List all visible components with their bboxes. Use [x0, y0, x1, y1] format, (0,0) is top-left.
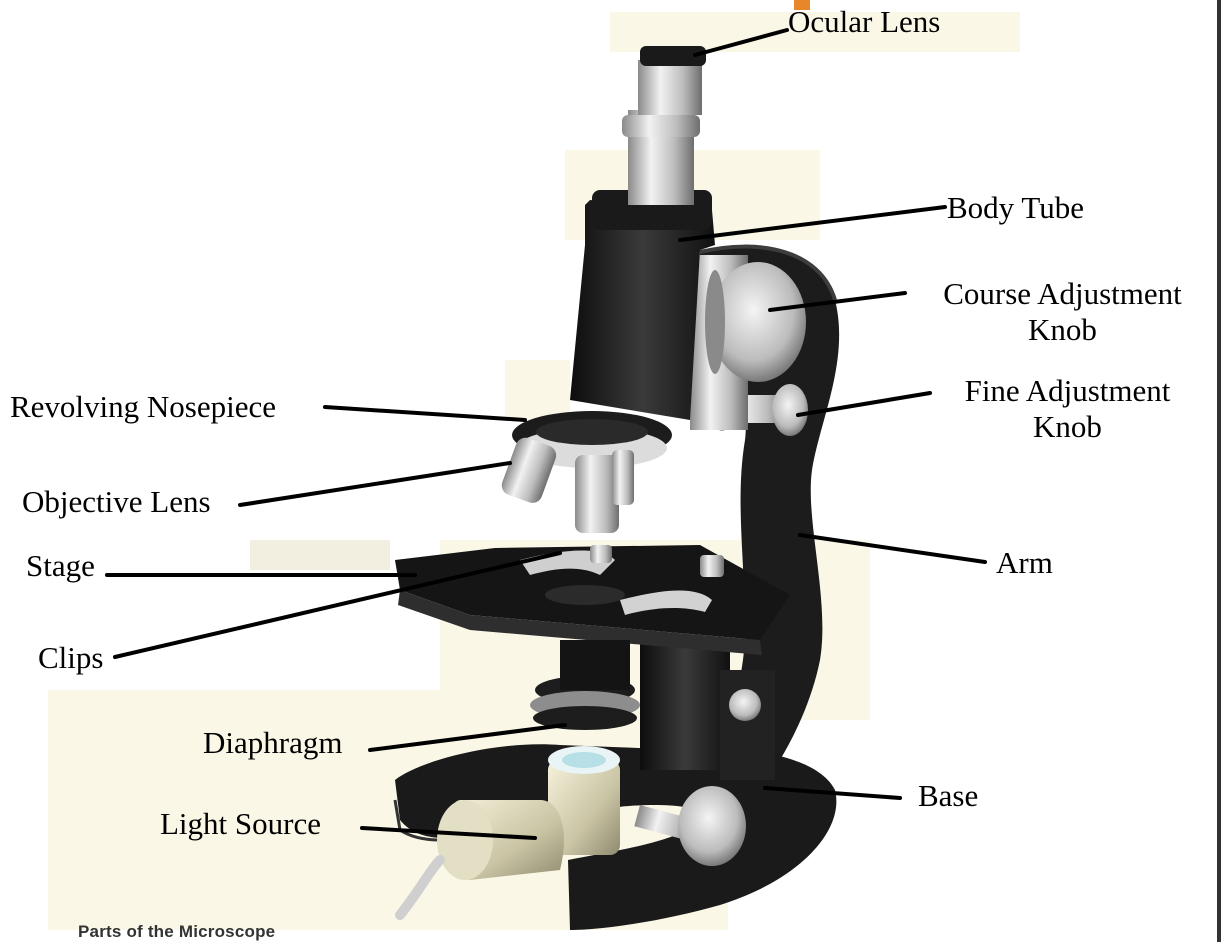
right-border [1217, 0, 1221, 942]
fine-knob-shape [772, 384, 808, 436]
label-fine-adjustment-knob: Fine Adjustment Knob [935, 373, 1200, 444]
label-course-adjustment-knob: Course Adjustment Knob [910, 276, 1215, 347]
pointer-objective [240, 463, 510, 505]
label-body-tube: Body Tube [947, 190, 1084, 226]
label-ocular-lens: Ocular Lens [788, 4, 940, 40]
label-clips: Clips [38, 640, 103, 676]
pointer-nosepiece [325, 407, 525, 420]
label-revolving-nosepiece: Revolving Nosepiece [10, 389, 276, 425]
figure-caption: Parts of the Microscope [78, 922, 275, 942]
label-light-source: Light Source [160, 806, 321, 842]
label-arm: Arm [996, 545, 1053, 581]
label-stage: Stage [26, 548, 95, 584]
label-diaphragm: Diaphragm [203, 725, 342, 761]
label-objective-lens: Objective Lens [22, 484, 211, 520]
ocular-shape [622, 46, 706, 205]
pillar-shape [640, 640, 730, 770]
label-base: Base [918, 778, 978, 814]
